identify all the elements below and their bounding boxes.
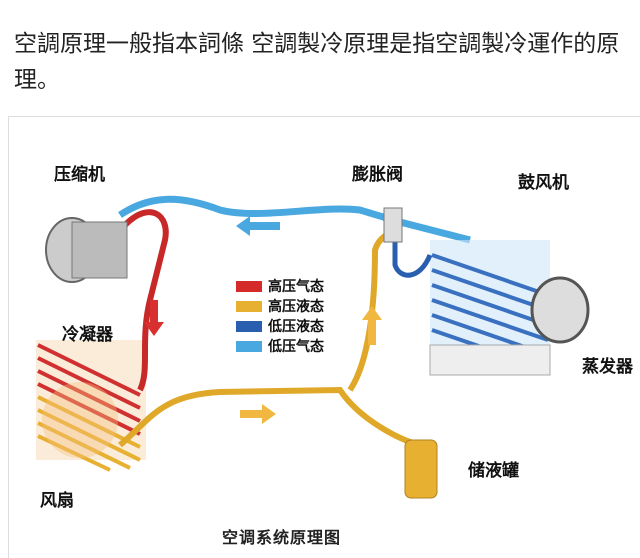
compressor-shape xyxy=(45,217,128,283)
legend-swatch xyxy=(236,320,262,332)
diagram-frame xyxy=(8,116,640,558)
label-evaporator: 蒸发器 xyxy=(582,357,633,377)
legend: 高压气态 高压液态 低压液态 低压气态 xyxy=(236,276,324,356)
diagram-caption: 空调系统原理图 xyxy=(222,528,342,547)
legend-label: 高压气态 xyxy=(268,279,324,295)
legend-item: 低压液态 xyxy=(236,316,324,336)
blower-shape xyxy=(530,276,590,344)
label-blower: 鼓风机 xyxy=(518,173,569,193)
low-pressure-gas-pipe xyxy=(118,195,471,244)
flow-arrow-icon xyxy=(240,404,276,424)
label-fan: 风扇 xyxy=(40,491,74,511)
legend-swatch xyxy=(236,340,262,352)
receiver-shape xyxy=(404,439,438,499)
flow-arrow-icon xyxy=(236,216,280,236)
legend-label: 低压气态 xyxy=(268,339,324,355)
legend-item: 低压气态 xyxy=(236,336,324,356)
label-receiver: 储液罐 xyxy=(468,461,519,481)
legend-label: 低压液态 xyxy=(268,319,324,335)
legend-item: 高压液态 xyxy=(236,296,324,316)
legend-swatch xyxy=(236,300,262,312)
flow-arrow-icon xyxy=(362,306,382,345)
legend-item: 高压气态 xyxy=(236,276,324,296)
label-expansion-valve: 膨胀阀 xyxy=(352,165,403,185)
evaporator-coils xyxy=(392,240,551,376)
label-compressor: 压缩机 xyxy=(54,165,105,185)
expansion-valve-shape xyxy=(383,207,403,243)
high-pressure-gas-pipe xyxy=(122,209,169,392)
condenser-coils xyxy=(36,340,146,472)
legend-swatch xyxy=(236,280,262,292)
label-condenser: 冷凝器 xyxy=(62,325,113,345)
intro-text: 空調原理一般指本詞條 空調製冷原理是指空調製冷運作的原理。 xyxy=(14,31,620,93)
legend-label: 高压液态 xyxy=(268,299,324,315)
flow-arrow-icon xyxy=(144,300,164,336)
